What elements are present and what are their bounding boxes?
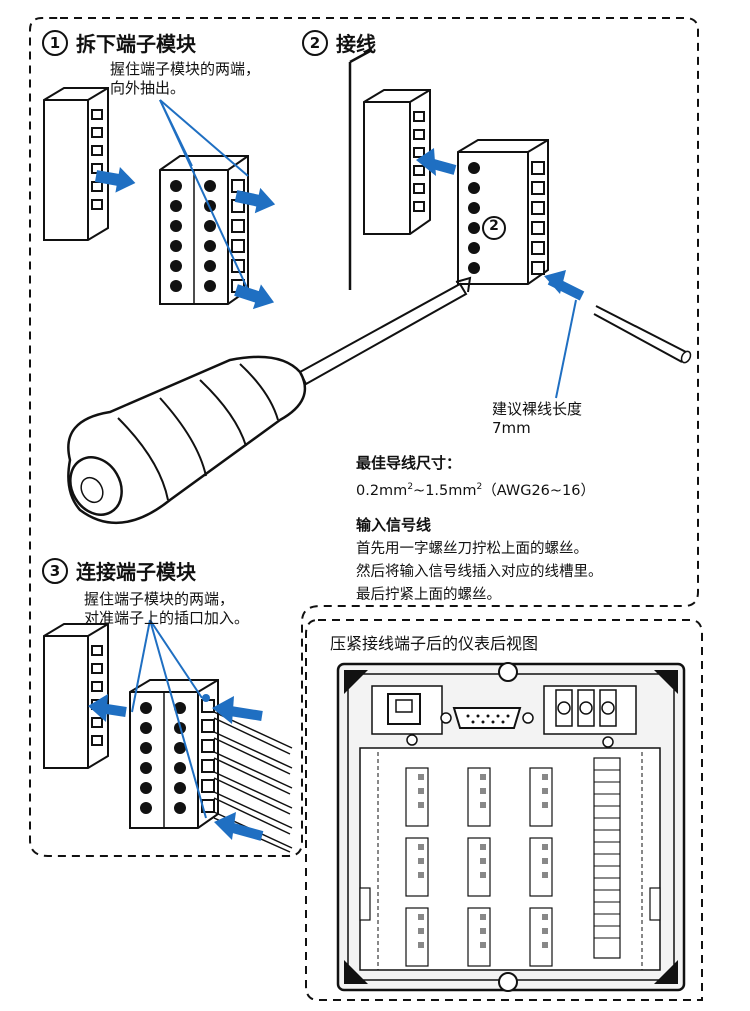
plug-module-1 — [159, 155, 249, 305]
step1-number: 1 — [42, 29, 68, 56]
dashed-frame-top — [29, 17, 699, 857]
wire-size-value: 0.2mm2~1.5mm2（AWG26~16） — [356, 482, 596, 499]
rear-view-instrument — [336, 662, 686, 992]
socket-block-1 — [43, 87, 109, 241]
step2-title-text: 接线 — [336, 32, 376, 56]
input-signal-steps: 首先用一字螺丝刀拧松上面的螺丝。 然后将输入信号线插入对应的线槽里。 最后拧紧上… — [356, 541, 603, 603]
arrow-insert-2 — [416, 148, 436, 176]
step1-title: 1 拆下端子模块 — [42, 28, 196, 57]
step3-title: 3 连接端子模块 — [42, 556, 196, 585]
socket-block-3 — [43, 623, 109, 769]
step2-title: 2 接线 — [302, 28, 376, 57]
arrow-connect-2 — [212, 696, 234, 724]
step2-number: 2 — [302, 29, 328, 56]
arrow-connect-3 — [214, 812, 236, 840]
step3-number: 3 — [42, 557, 68, 584]
arrow-connect-1 — [88, 694, 108, 722]
step1-title-text: 拆下端子模块 — [76, 32, 196, 56]
step1-note: 握住端子模块的两端， 向外抽出。 — [110, 60, 261, 97]
rear-view-title: 压紧接线端子后的仪表后视图 — [330, 634, 539, 653]
step3-title-text: 连接端子模块 — [76, 560, 196, 584]
dashed-frame-rear — [305, 619, 703, 1001]
screwdriver — [67, 276, 472, 525]
plug-module-3 — [129, 679, 219, 829]
panel-socket-2 — [348, 48, 431, 290]
plug-module-2 — [457, 139, 549, 285]
step2-callout: 2 — [489, 218, 499, 234]
arrow-wire — [544, 270, 566, 294]
step3-note: 握住端子模块的两端， 对准端子上的插口加入。 — [84, 590, 250, 627]
wire-size-heading: 最佳导线尺寸： — [356, 454, 462, 472]
strip-length-note: 建议裸线长度 7mm — [492, 400, 583, 437]
input-signal-heading: 输入信号线 — [356, 516, 432, 534]
